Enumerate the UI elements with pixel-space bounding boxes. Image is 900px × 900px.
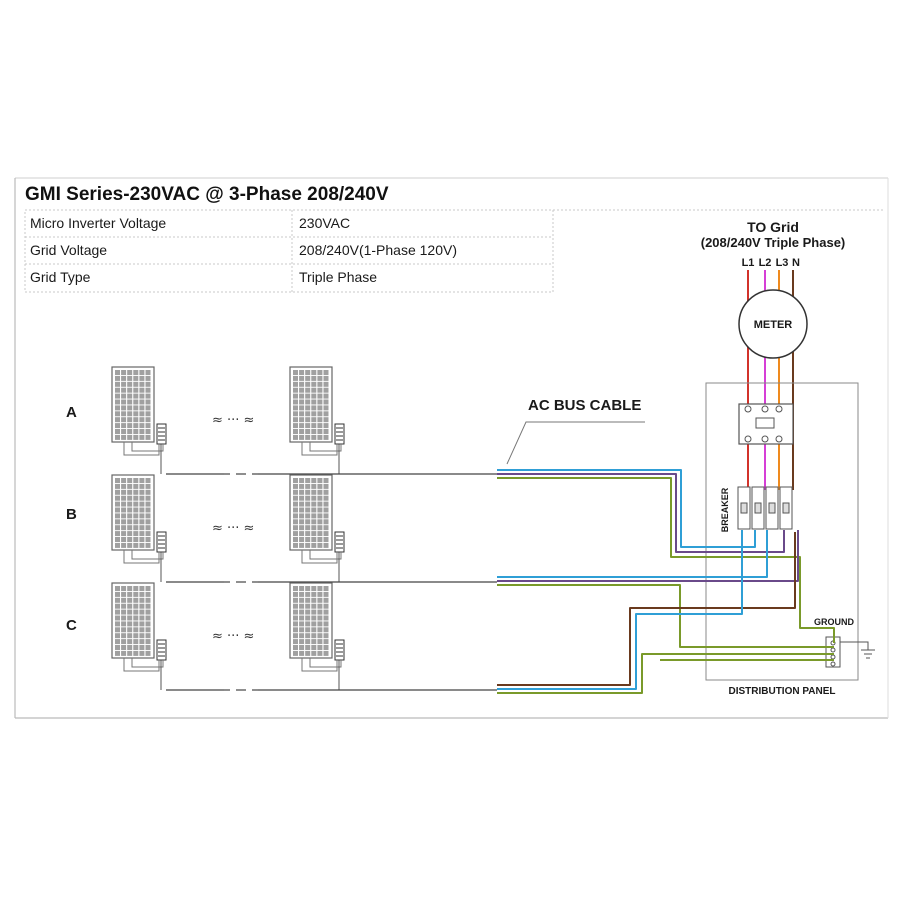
ellipsis-icon: ≈ ··· ≈	[212, 629, 254, 644]
distribution-panel	[705, 382, 859, 681]
grid-line-l1: L1	[742, 257, 755, 269]
ellipsis-icon: ≈ ··· ≈	[212, 521, 254, 536]
row-label-a: A	[66, 404, 77, 421]
solar-panel-icon	[111, 474, 155, 551]
ac-bus-cable-pointer	[506, 421, 645, 465]
ellipsis-icon: ≈ ··· ≈	[212, 413, 254, 428]
ac-bus-cable-label: AC BUS CABLE	[528, 397, 641, 414]
spec-value-2: 208/240V(1-Phase 120V)	[299, 242, 457, 258]
main-switch-icon	[738, 403, 794, 445]
micro-inverter-icon	[334, 423, 345, 445]
bus-a-purple	[497, 473, 785, 553]
ground-symbol-icon	[840, 641, 875, 659]
bus-a-green	[497, 477, 835, 643]
page-title: GMI Series-230VAC @ 3-Phase 208/240V	[25, 184, 389, 205]
solar-panel-icon	[289, 582, 333, 659]
dc-lead	[123, 658, 160, 672]
breaker-label: BREAKER	[720, 487, 730, 532]
dc-lead	[301, 442, 338, 456]
grid-line-l2: L2	[759, 257, 772, 269]
grid-line-n: N	[792, 257, 800, 269]
meter-label: METER	[754, 319, 793, 331]
row-label-b: B	[66, 506, 77, 523]
micro-inverter-icon	[334, 639, 345, 661]
solar-panel-icon	[111, 366, 155, 443]
bus-c-blue	[497, 530, 743, 690]
bus-b-blue	[497, 530, 768, 578]
dc-lead	[123, 550, 160, 564]
micro-inverter-icon	[156, 423, 167, 445]
dc-lead	[131, 442, 164, 452]
dc-lead	[309, 442, 342, 452]
dc-lead	[309, 550, 342, 560]
spec-value-3: Triple Phase	[299, 269, 377, 285]
spec-label-2: Grid Voltage	[30, 242, 107, 258]
bus-b-green	[497, 584, 834, 648]
dc-lead	[123, 442, 160, 456]
grid-line-l3: L3	[776, 257, 789, 269]
spec-label-1: Micro Inverter Voltage	[30, 215, 166, 231]
micro-inverter-icon	[156, 639, 167, 661]
ground-label: GROUND	[814, 617, 854, 627]
solar-array: ≈ ··· ≈ ≈ ··· ≈ ≈ ··· ≈	[111, 366, 497, 694]
dc-lead	[131, 658, 164, 668]
row-label-c: C	[66, 617, 77, 634]
dc-lead	[309, 658, 342, 668]
distribution-panel-label: DISTRIBUTION PANEL	[728, 686, 835, 697]
spec-label-3: Grid Type	[30, 269, 91, 285]
bus-c-green	[497, 653, 834, 694]
dc-lead	[301, 550, 338, 564]
grid-title: TO Grid	[747, 219, 799, 235]
solar-panel-icon	[111, 582, 155, 659]
micro-inverter-icon	[156, 531, 167, 553]
spec-value-1: 230VAC	[299, 215, 350, 231]
bus-c-purple	[497, 532, 796, 686]
breaker-icon	[737, 486, 793, 530]
spec-table	[24, 209, 885, 293]
micro-inverter-icon	[334, 531, 345, 553]
grid-subtitle: (208/240V Triple Phase)	[701, 235, 846, 250]
bus-a-blue	[497, 469, 756, 548]
solar-panel-icon	[289, 366, 333, 443]
solar-panel-icon	[289, 474, 333, 551]
bus-wires	[497, 469, 835, 694]
dc-lead	[301, 658, 338, 672]
meter-icon	[738, 289, 808, 359]
bus-b-purple	[497, 530, 799, 582]
dc-lead	[131, 550, 164, 560]
